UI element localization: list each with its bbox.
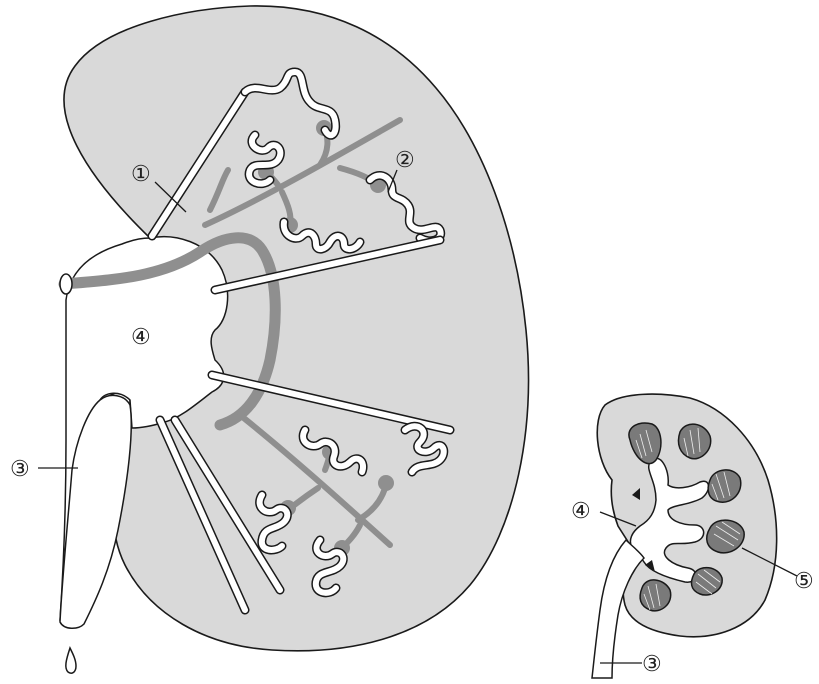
renal-pyramid [640, 580, 671, 611]
glomerulus [378, 475, 394, 491]
label-3: ③ [10, 457, 30, 482]
small-label-3: ③ [642, 652, 662, 677]
urine-drop [66, 648, 76, 673]
small-label-5: ⑤ [794, 569, 814, 594]
label-4: ④ [131, 325, 151, 350]
small-kidney: ④ ⑤ ③ [571, 394, 814, 678]
renal-pyramid [692, 568, 723, 595]
label-2: ② [395, 148, 415, 173]
small-label-4: ④ [571, 499, 591, 524]
large-kidney: ① ② ③ ④ [10, 6, 528, 673]
artery-opening [60, 274, 72, 294]
label-1: ① [131, 162, 151, 187]
renal-pyramid [678, 424, 710, 459]
